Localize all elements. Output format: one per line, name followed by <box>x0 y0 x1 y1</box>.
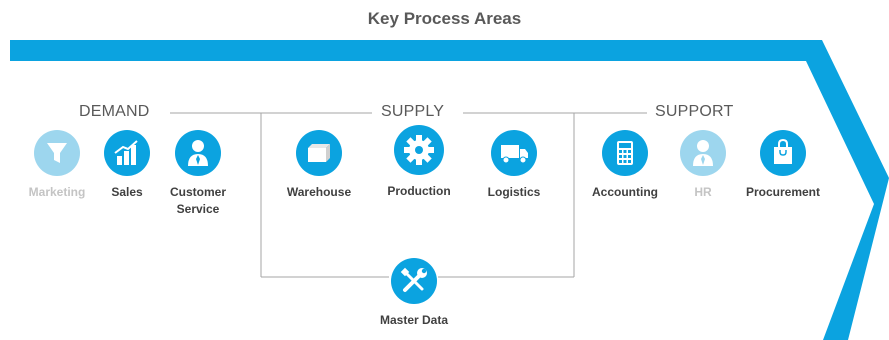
node-logistics[interactable]: Logistics <box>454 130 574 201</box>
node-warehouse[interactable]: Warehouse <box>259 130 379 201</box>
truck-icon <box>491 130 537 176</box>
node-master-data[interactable]: Master Data <box>354 258 474 329</box>
node-production[interactable]: Production <box>359 125 479 200</box>
node-accounting[interactable]: Accounting <box>565 130 685 201</box>
page-title: Key Process Areas <box>367 9 522 28</box>
node-label: Marketing <box>28 185 86 199</box>
node-label: Warehouse <box>286 185 352 199</box>
connector-lines <box>170 112 647 278</box>
section-supply: SUPPLY <box>381 103 445 120</box>
node-label: Procurement <box>745 185 821 199</box>
person-tie-icon <box>175 130 221 176</box>
node-label: Accounting <box>592 185 658 199</box>
section-demand: DEMAND <box>79 103 150 120</box>
node-label: Logistics <box>487 185 541 199</box>
node-label: Production <box>387 184 451 198</box>
bar-chart-icon <box>104 130 150 176</box>
person-tie-icon <box>680 130 726 176</box>
node-hr[interactable]: HR <box>643 130 763 201</box>
node-label: Customer Service <box>169 185 226 216</box>
section-support: SUPPORT <box>655 103 734 120</box>
node-marketing[interactable]: Marketing <box>0 130 117 201</box>
node-label: Master Data <box>379 313 449 327</box>
node-label: Sales <box>111 185 143 199</box>
funnel-icon <box>34 130 80 176</box>
node-customer-service[interactable]: Customer Service <box>138 130 258 218</box>
shopping-bag-icon <box>760 130 806 176</box>
node-sales[interactable]: Sales <box>67 130 187 201</box>
gear-icon <box>394 125 444 175</box>
tools-icon <box>391 258 437 304</box>
node-label: HR <box>694 185 712 199</box>
node-procurement[interactable]: Procurement <box>723 130 843 201</box>
calculator-icon <box>602 130 648 176</box>
box-icon <box>296 130 342 176</box>
